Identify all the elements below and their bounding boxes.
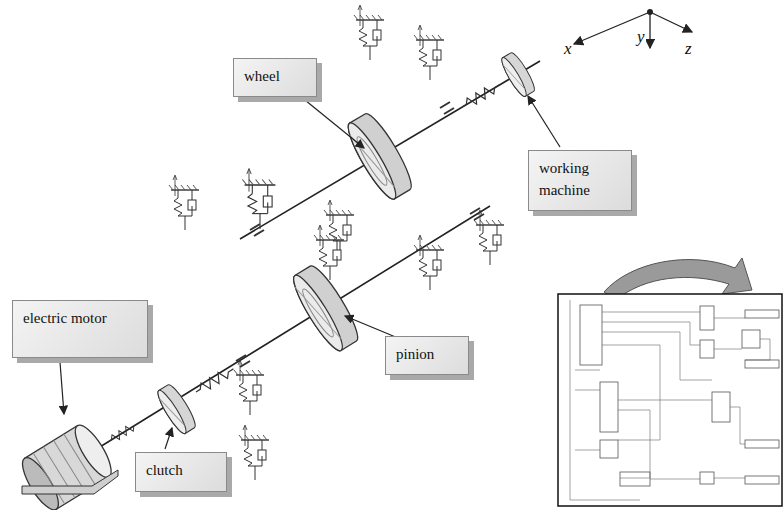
axis-label: y bbox=[636, 28, 646, 45]
part-name: clutch bbox=[136, 453, 226, 488]
axis-label: x bbox=[563, 40, 573, 57]
part-name: pinion bbox=[386, 337, 468, 372]
callout-box: clutch bbox=[135, 452, 227, 492]
part-name: wheel bbox=[234, 59, 316, 94]
axis-label: z bbox=[684, 40, 693, 57]
callout-box: electric motor bbox=[12, 300, 148, 358]
callout-box: pinion bbox=[385, 336, 469, 375]
part-name: working machine bbox=[529, 151, 631, 208]
callout-box: working machine bbox=[528, 150, 632, 211]
part-name: electric motor bbox=[13, 301, 147, 336]
callout-box: wheel bbox=[233, 58, 317, 97]
